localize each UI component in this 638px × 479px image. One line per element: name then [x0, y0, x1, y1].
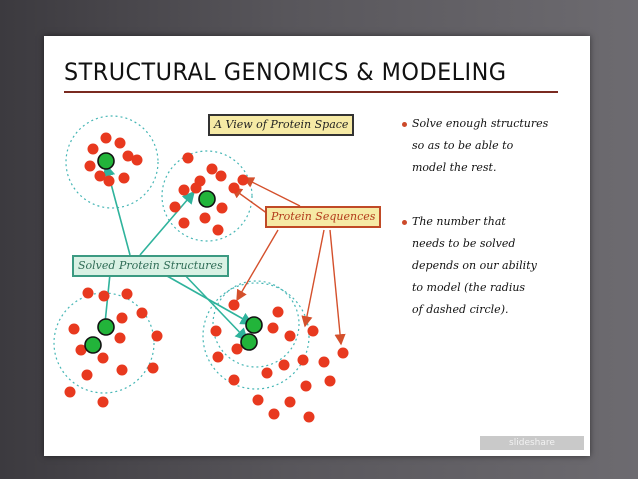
protein-sequence-dot — [98, 290, 110, 302]
bullet-line: depends on our ability — [412, 259, 537, 272]
protein-sequence-dot — [147, 362, 159, 374]
protein-sequence-dot — [212, 351, 224, 363]
protein-sequence-dot — [114, 137, 126, 149]
solved-structure-dot — [84, 336, 102, 354]
bullet-line: model the rest. — [412, 161, 497, 174]
protein-sequence-dot — [228, 182, 240, 194]
bullet-line: of dashed circle). — [412, 303, 509, 316]
protein-sequence-dot — [215, 170, 227, 182]
protein-sequence-dot — [64, 386, 76, 398]
slide-title: STRUCTURAL GENOMICS & MODELING — [64, 58, 507, 86]
protein-sequence-dot — [116, 364, 128, 376]
solved-structure-dot — [97, 318, 115, 336]
dashed-radius-circle — [53, 292, 155, 394]
protein-sequence-dot — [75, 344, 87, 356]
dashed-radius-circle — [202, 282, 310, 390]
protein-sequence-dot — [267, 322, 279, 334]
protein-sequence-dot — [94, 170, 106, 182]
protein-sequence-dot — [182, 152, 194, 164]
protein-sequence-dot — [278, 359, 290, 371]
solved-structure-dot — [240, 333, 258, 351]
protein-sequence-dot — [131, 154, 143, 166]
protein-sequence-dot — [87, 143, 99, 155]
protein-sequence-dot — [228, 299, 240, 311]
protein-sequence-arrow — [236, 229, 279, 302]
bullet-dot — [402, 220, 407, 225]
protein-sequence-dot — [216, 202, 228, 214]
protein-sequence-dot — [190, 182, 202, 194]
protein-sequences-label: Protein Sequences — [265, 206, 382, 228]
protein-sequence-dot — [252, 394, 264, 406]
protein-sequence-dot — [272, 306, 284, 318]
protein-sequence-dot — [100, 132, 112, 144]
bullet-line: Solve enough structures — [412, 117, 549, 130]
solved-structure-dot — [245, 316, 263, 334]
protein-sequence-dot — [300, 380, 312, 392]
protein-sequence-arrow — [329, 229, 346, 346]
bullet-item: The number that needs to be solved depen… — [402, 216, 582, 316]
protein-sequence-dot — [231, 343, 243, 355]
protein-sequence-dot — [324, 375, 336, 387]
protein-sequence-dot — [97, 352, 109, 364]
protein-sequence-dot — [118, 172, 130, 184]
protein-space-label: A View of Protein Space — [208, 114, 355, 136]
protein-sequence-dot — [206, 163, 218, 175]
protein-sequence-dot — [237, 174, 249, 186]
protein-sequence-dot — [84, 160, 96, 172]
protein-sequence-dot — [121, 288, 133, 300]
protein-sequence-dot — [116, 312, 128, 324]
protein-sequence-dot — [318, 356, 330, 368]
bullet-line: so as to be able to — [412, 139, 514, 152]
protein-sequence-dot — [268, 408, 280, 420]
solved-structure-arrow — [139, 190, 196, 256]
protein-sequence-dot — [122, 150, 134, 162]
protein-sequence-dot — [228, 374, 240, 386]
protein-sequence-dot — [178, 217, 190, 229]
protein-sequence-dot — [284, 396, 296, 408]
protein-sequence-dot — [97, 396, 109, 408]
protein-sequence-dot — [81, 369, 93, 381]
protein-sequence-dot — [169, 201, 181, 213]
solved-structure-dot — [198, 190, 216, 208]
bullet-line: needs to be solved — [412, 237, 516, 250]
protein-sequence-dot — [212, 224, 224, 236]
solved-structure-dot — [97, 152, 115, 170]
watermark: slideshare — [480, 436, 584, 450]
protein-sequence-dot — [151, 330, 163, 342]
solved-structures-label: Solved Protein Structures — [72, 255, 229, 277]
solved-structure-arrow — [179, 269, 249, 342]
protein-sequence-dot — [297, 354, 309, 366]
protein-sequence-arrow — [242, 177, 301, 207]
protein-sequence-dot — [303, 411, 315, 423]
protein-sequence-dot — [178, 184, 190, 196]
bullet-line: to model (the radius — [412, 281, 526, 294]
dashed-radius-circle — [65, 115, 159, 209]
protein-sequence-dot — [82, 287, 94, 299]
bullet-list: Solve enough structures so as to be able… — [402, 118, 582, 326]
protein-sequence-dot — [307, 325, 319, 337]
bullet-dot — [402, 122, 407, 127]
protein-sequence-dot — [114, 332, 126, 344]
bullet-line: The number that — [412, 215, 506, 228]
protein-sequence-dot — [261, 367, 273, 379]
title-underline — [64, 91, 558, 93]
protein-sequence-dot — [210, 325, 222, 337]
bullet-item: Solve enough structures so as to be able… — [402, 118, 582, 174]
dashed-radius-circle — [161, 150, 253, 242]
protein-sequence-dot — [199, 212, 211, 224]
protein-sequence-dot — [68, 323, 80, 335]
protein-sequence-arrow — [301, 229, 325, 328]
protein-sequence-dot — [337, 347, 349, 359]
dashed-radius-circle — [212, 280, 300, 368]
protein-sequence-dot — [103, 175, 115, 187]
protein-sequence-dot — [136, 307, 148, 319]
protein-sequence-arrow — [230, 187, 269, 215]
slide — [44, 36, 590, 456]
protein-sequence-dot — [284, 330, 296, 342]
